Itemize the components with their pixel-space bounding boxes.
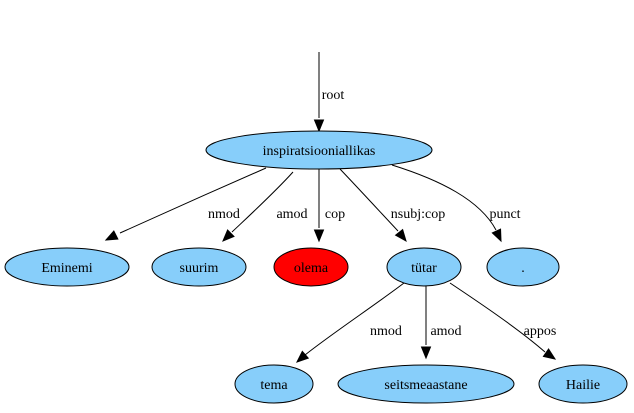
- node-olema: olema: [273, 247, 349, 287]
- edge-nsubj-cop: nsubj:cop: [339, 168, 445, 243]
- edge-label: appos: [524, 324, 557, 339]
- edge-appos: appos: [449, 282, 557, 360]
- node-ellipse: [337, 364, 515, 404]
- arrowhead: [394, 228, 407, 243]
- node-tema: tema: [234, 364, 314, 404]
- node-label: seitsmeaastane: [384, 378, 467, 393]
- node-label: Eminemi: [41, 261, 92, 276]
- node-hailie: Hailie: [538, 364, 628, 404]
- node-ellipse: [4, 247, 130, 287]
- node-ellipse: [205, 130, 433, 170]
- node-inspiratsiooniallikas: inspiratsiooniallikas: [205, 130, 433, 170]
- arrowhead: [542, 348, 557, 360]
- node-ellipse: [538, 364, 628, 404]
- node-label: .: [521, 261, 525, 276]
- node-label: suurim: [180, 261, 219, 276]
- edge-label: amod: [276, 207, 307, 222]
- edge-line: [339, 168, 399, 232]
- edge-line: [119, 167, 267, 234]
- edge-label: punct: [489, 207, 520, 222]
- edge-line: [231, 171, 294, 233]
- node-label: tütar: [411, 261, 437, 276]
- arrowhead: [296, 350, 310, 363]
- edge-label: cop: [325, 207, 345, 222]
- node-suurim: suurim: [151, 247, 247, 287]
- edge-label: nmod: [208, 207, 240, 222]
- node-label: Hailie: [566, 378, 600, 393]
- edge-nmod: nmod: [104, 167, 267, 241]
- edge-label: nsubj:cop: [391, 207, 445, 222]
- edge-root: root: [313, 52, 345, 133]
- edge-label: root: [322, 88, 345, 103]
- node-label: olema: [294, 261, 329, 276]
- edge-label: amod: [430, 324, 461, 339]
- edge-nmod: nmod: [296, 282, 405, 363]
- node-ellipse: [273, 247, 349, 287]
- node-label: tema: [260, 378, 288, 393]
- arrowhead: [104, 230, 119, 241]
- node-ellipse: [151, 247, 247, 287]
- node-ellipse: [234, 364, 314, 404]
- edge-amod: amod: [420, 286, 462, 360]
- arrowhead: [313, 119, 325, 133]
- node-eminemi: Eminemi: [4, 247, 130, 287]
- arrowhead: [491, 228, 502, 243]
- node-label: inspiratsiooniallikas: [263, 144, 376, 159]
- arrowhead: [420, 346, 432, 360]
- edge-cop: cop: [313, 169, 345, 243]
- node-seitsmeaastane: seitsmeaastane: [337, 364, 515, 404]
- node-period: .: [486, 247, 560, 287]
- edge-punct: punct: [391, 164, 521, 243]
- arrowhead: [313, 229, 325, 243]
- node-ellipse: [386, 247, 462, 287]
- arrowhead: [222, 229, 235, 242]
- node-ellipse: [486, 247, 560, 287]
- edge-line: [391, 164, 497, 231]
- edge-line: [304, 282, 405, 356]
- node-tütar: tütar: [386, 247, 462, 287]
- edge-label: nmod: [370, 324, 402, 339]
- edge-line: [449, 282, 546, 353]
- edge-amod: amod: [222, 171, 308, 242]
